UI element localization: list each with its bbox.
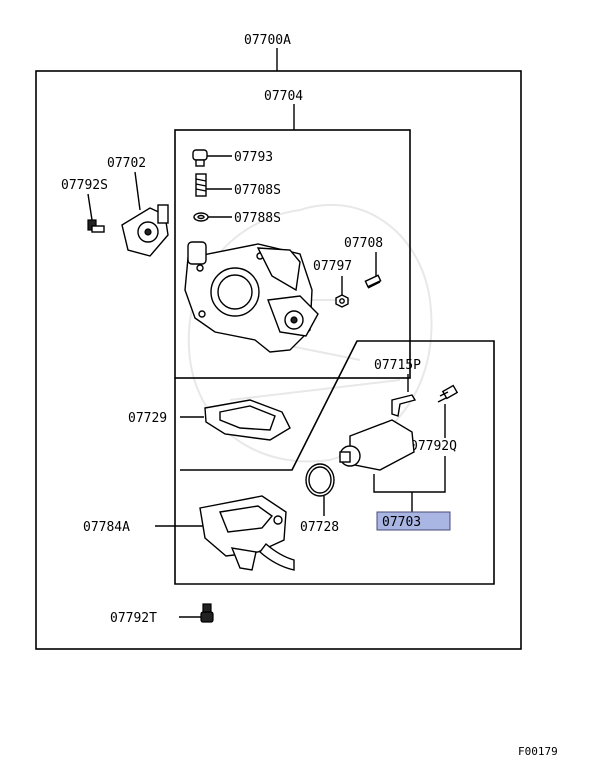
screw	[364, 274, 382, 289]
throttle-body	[184, 241, 319, 353]
label-07702[interactable]: 07702	[107, 156, 146, 171]
isc-housing	[199, 495, 295, 571]
throttle-body-frame	[174, 129, 411, 379]
figure-code: F00179	[518, 745, 558, 758]
washer	[193, 212, 209, 222]
isc-screw	[437, 384, 459, 403]
label-07700a[interactable]: 07700A	[244, 33, 291, 48]
idle-speed-control-valve	[339, 419, 415, 471]
isc-frame	[174, 340, 495, 585]
sensor-screw	[87, 219, 105, 233]
label-07792t[interactable]: 07792T	[110, 611, 157, 626]
label-07703[interactable]: 07703	[382, 515, 421, 530]
label-07792s[interactable]: 07792S	[61, 178, 108, 193]
plug	[192, 149, 208, 167]
label-07792q[interactable]: 07792Q	[410, 439, 457, 454]
label-07797[interactable]: 07797	[313, 259, 352, 274]
throttle-position-sensor	[121, 204, 169, 257]
label-07708s[interactable]: 07708S	[234, 183, 281, 198]
o-ring	[305, 463, 335, 497]
label-07788s[interactable]: 07788S	[234, 211, 281, 226]
label-07704[interactable]: 07704	[264, 89, 303, 104]
nut	[335, 294, 349, 308]
label-07715p[interactable]: 07715P	[374, 358, 421, 373]
label-07728[interactable]: 07728	[300, 520, 339, 535]
label-07729[interactable]: 07729	[128, 411, 167, 426]
assembly-frame	[35, 70, 522, 650]
highlight-07703	[376, 511, 451, 531]
label-07793[interactable]: 07793	[234, 150, 273, 165]
housing-bolt	[200, 603, 214, 623]
label-07708[interactable]: 07708	[344, 236, 383, 251]
adjust-screw	[195, 173, 207, 197]
bracket	[391, 394, 417, 417]
gasket	[204, 399, 291, 441]
label-07784a[interactable]: 07784A	[83, 520, 130, 535]
